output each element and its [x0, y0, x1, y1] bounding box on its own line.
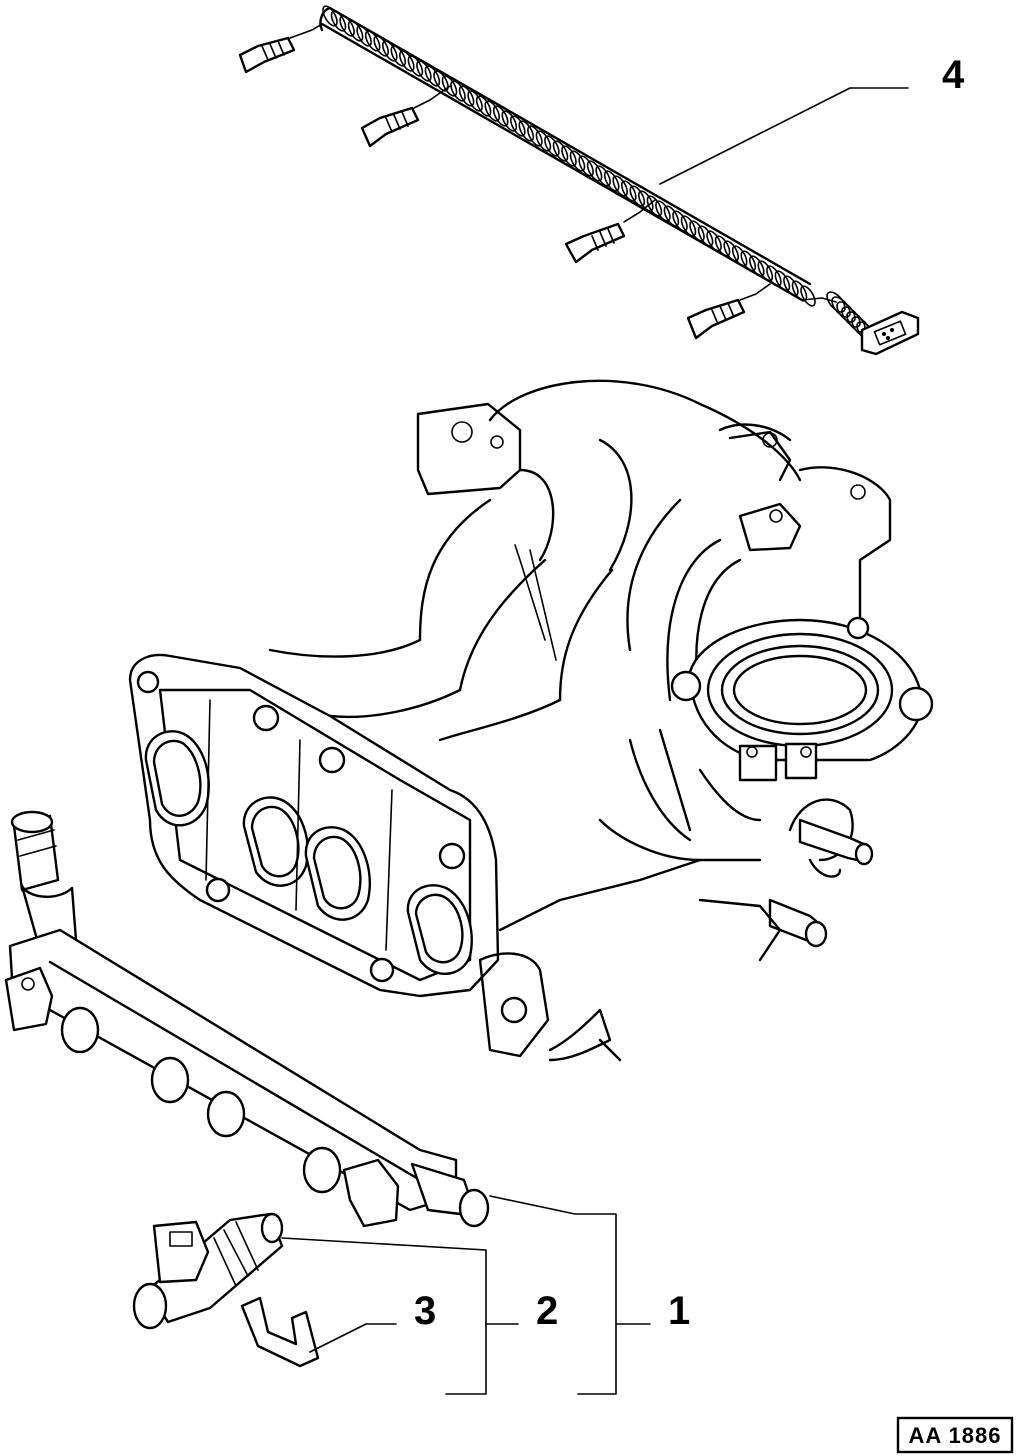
sensor-ports	[698, 798, 874, 962]
wiring-harness	[238, 5, 920, 356]
coil-loop	[561, 145, 577, 167]
cylinder-head-flange	[128, 653, 500, 998]
coil-loop	[535, 130, 552, 152]
injector-connector-d	[686, 298, 746, 340]
injector-connector-a	[238, 36, 296, 74]
coil-loop	[800, 285, 816, 307]
callout-label-1: 1	[668, 1289, 690, 1333]
coil-loop	[492, 105, 509, 127]
retaining-clip	[240, 1296, 320, 1368]
coil-loop	[527, 125, 543, 147]
coil-loop	[484, 100, 501, 122]
coil-loop	[544, 135, 560, 157]
harness-coil-sleeve	[322, 5, 816, 307]
coil-loop	[509, 115, 526, 137]
coil-loop	[501, 110, 518, 132]
throttle-body-flange	[670, 616, 934, 782]
reference-code: AA 1886	[908, 1423, 1001, 1448]
injector-connector-c	[564, 222, 626, 264]
callout-label-2: 2	[536, 1289, 558, 1333]
coil-loop	[552, 140, 569, 162]
leader-lines	[281, 87, 909, 1395]
coil-loop	[586, 160, 603, 182]
coil-loop	[595, 165, 611, 187]
reference-code-box: AA 1886	[896, 1416, 1014, 1454]
callout-label-4: 4	[942, 53, 965, 97]
coil-loop	[578, 155, 594, 177]
fuel-injector	[132, 1212, 284, 1330]
fuel-rail	[4, 810, 490, 1228]
harness-main-connector	[860, 310, 920, 356]
coil-loop	[518, 120, 535, 142]
intake-manifold	[128, 379, 934, 1062]
callout-label-3: 3	[414, 1289, 436, 1333]
coil-loop	[475, 95, 492, 117]
injector-connector-b	[360, 106, 420, 148]
coil-loop	[569, 150, 586, 172]
